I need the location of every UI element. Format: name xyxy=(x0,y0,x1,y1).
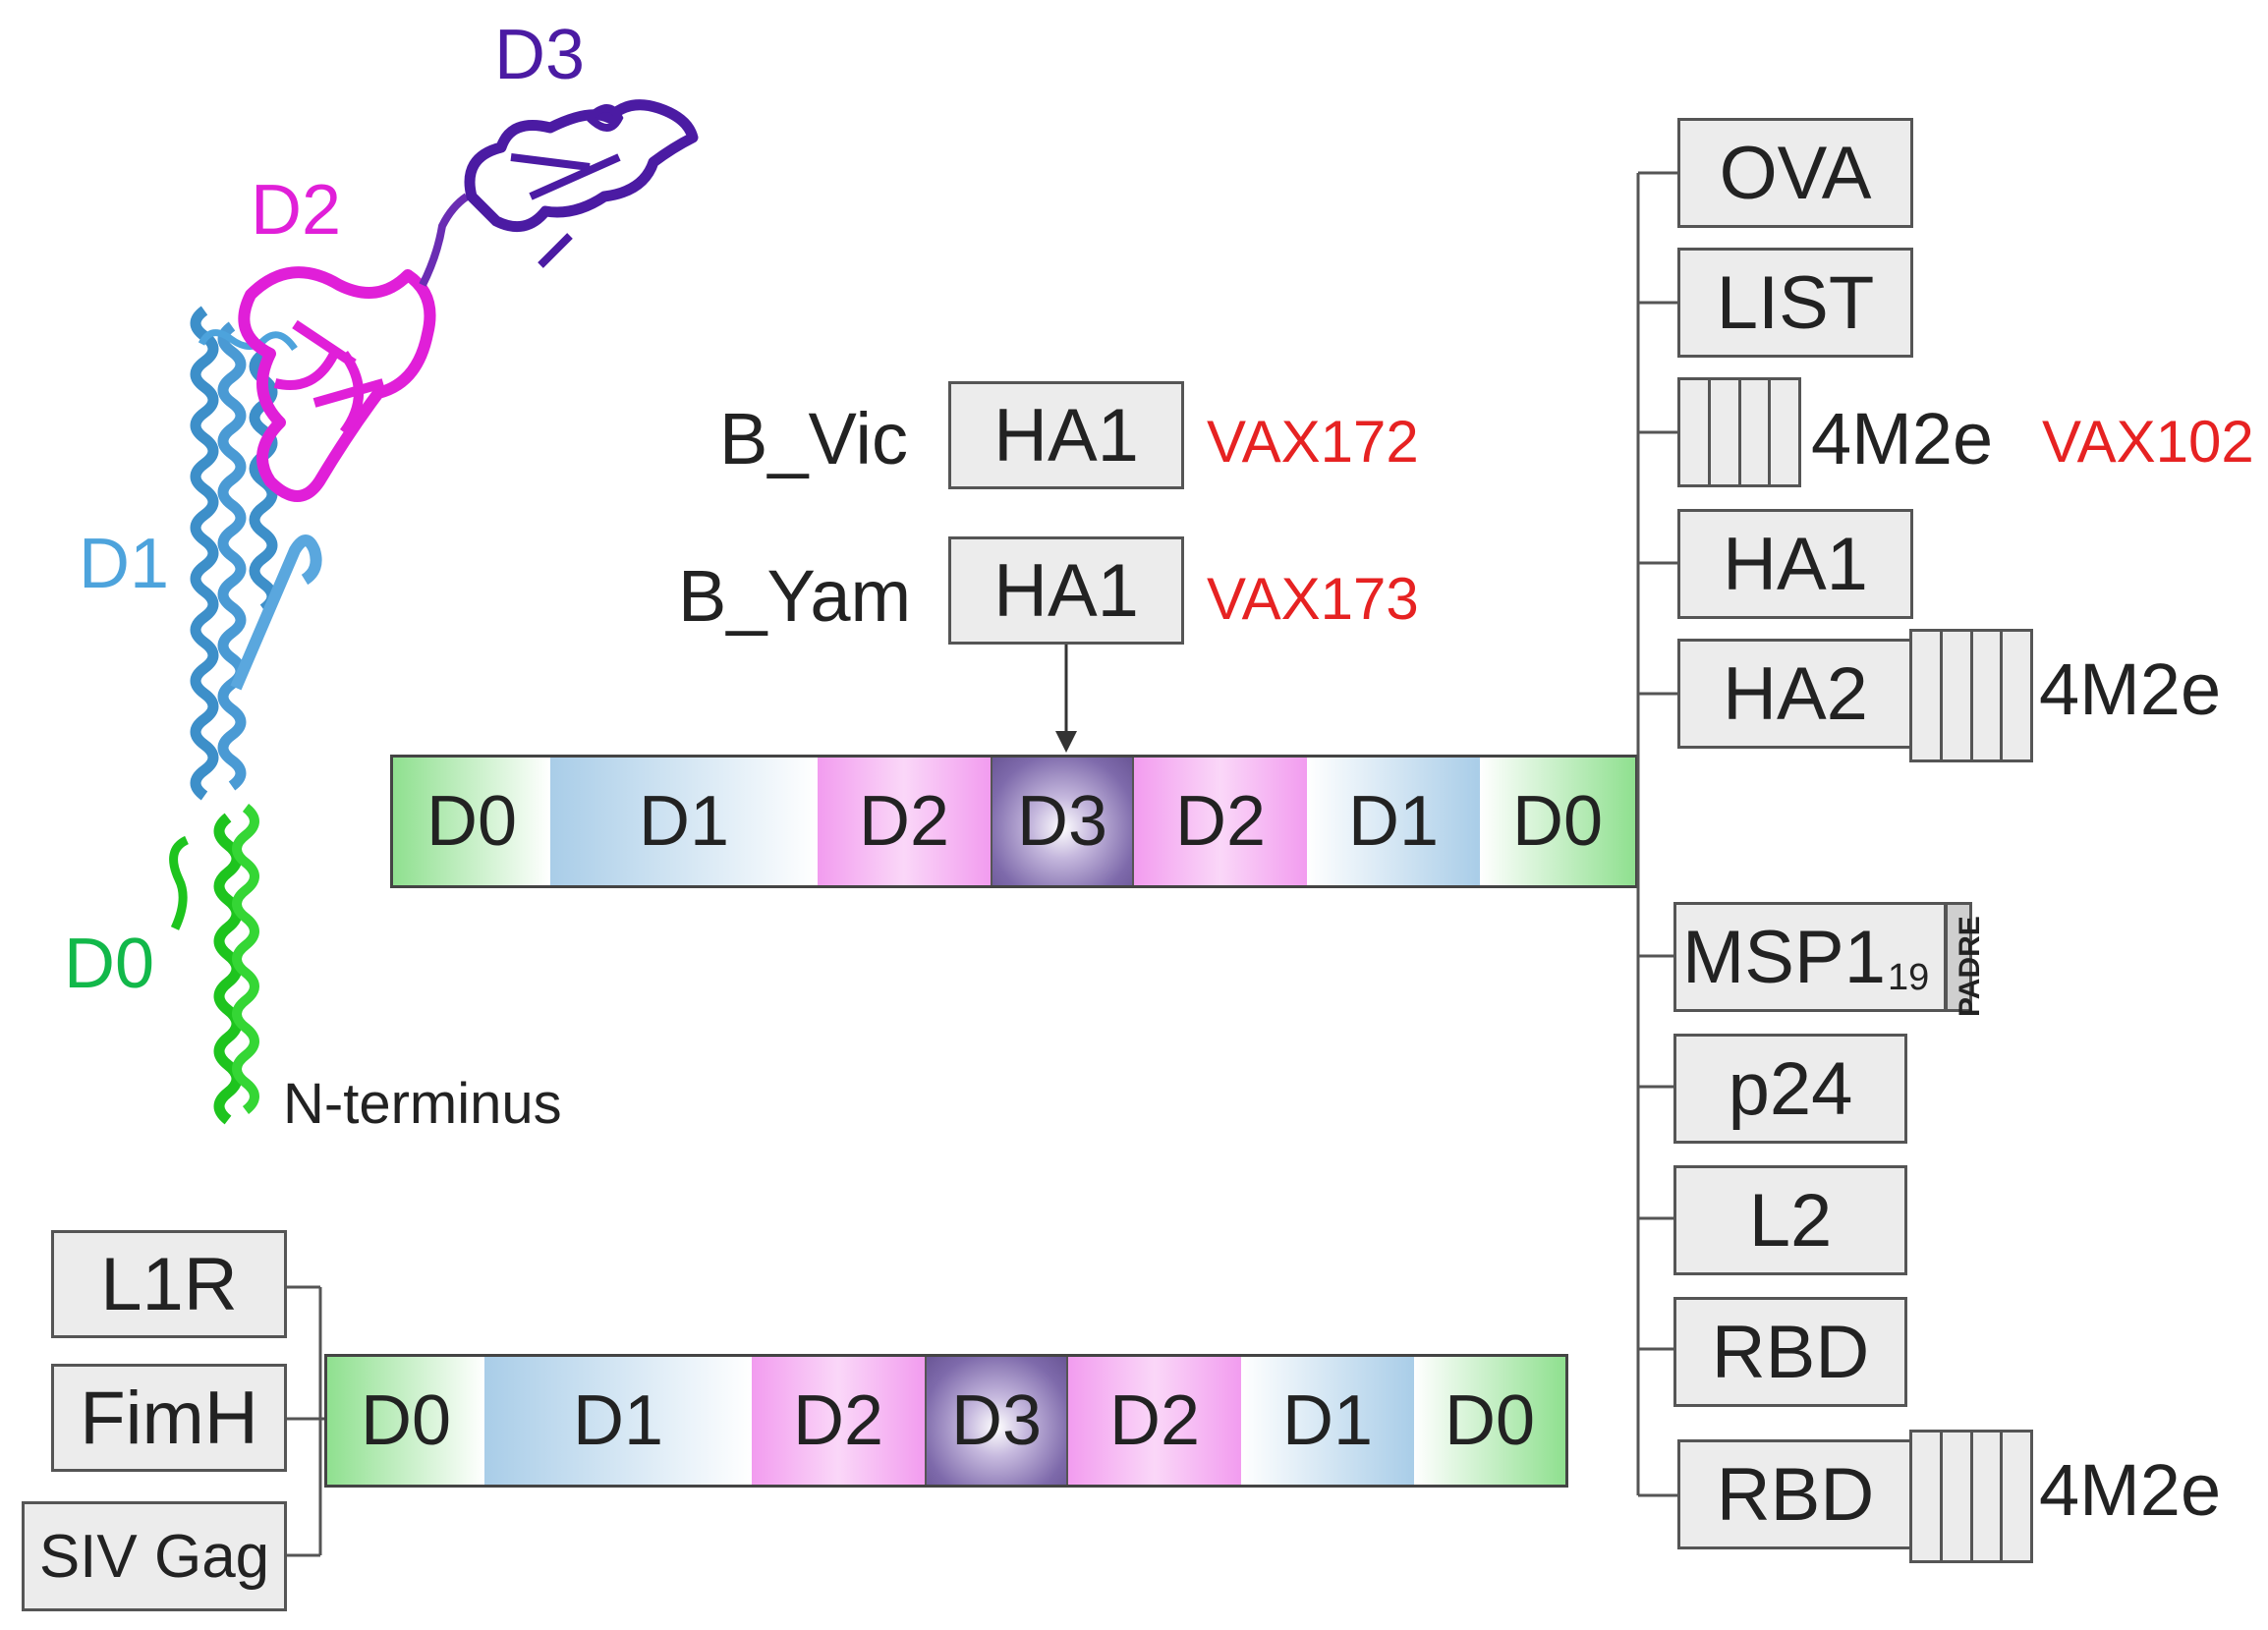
vax173-code: VAX173 xyxy=(1207,566,1419,632)
insert-b-vic-ha1-box: HA1 xyxy=(948,381,1184,489)
ha2-text: HA2 xyxy=(1723,651,1868,736)
bottom-segment-d0-right: D0 xyxy=(1414,1357,1565,1485)
fimh-text: FimH xyxy=(80,1376,258,1460)
d1-helix-middle xyxy=(217,321,247,791)
d2-strands xyxy=(273,319,385,435)
insert-b-yam-label: B_Yam xyxy=(678,555,912,637)
ha2-m2e-repeat-2 xyxy=(1943,632,1973,759)
top-segment-d2-left: D2 xyxy=(818,758,991,885)
list-text: LIST xyxy=(1716,260,1875,345)
rbd-m2e-repeat-2 xyxy=(1943,1433,1973,1560)
msp1-text: MSP1 xyxy=(1682,915,1886,999)
rbd-m2e-repeat-3 xyxy=(1973,1433,2004,1560)
rbd-m2e-box: RBD xyxy=(1677,1439,1913,1549)
m2e-repeat-2 xyxy=(1711,380,1741,484)
bottom-segment-d2-right: D2 xyxy=(1068,1357,1241,1485)
bottom-segment-d3: D3 xyxy=(925,1357,1068,1485)
top-segment-d3: D3 xyxy=(991,758,1134,885)
d0-helix-right xyxy=(232,804,259,1114)
insert-b-yam-ha1-text: HA1 xyxy=(993,548,1139,633)
vax102-code: VAX102 xyxy=(2042,409,2254,475)
rbd-m2e-repeat-4 xyxy=(2003,1433,2030,1560)
vax172-code: VAX172 xyxy=(1207,409,1419,475)
p24-box: p24 xyxy=(1673,1034,1907,1144)
fimh-box: FimH xyxy=(51,1364,287,1472)
structure-label-d3: D3 xyxy=(494,16,586,94)
d3-domain xyxy=(464,99,699,233)
top-segment-d0-left: D0 xyxy=(393,758,550,885)
insert-b-vic-label: B_Vic xyxy=(719,398,908,479)
d3-strands xyxy=(510,104,624,268)
d1-loop-top xyxy=(198,329,298,352)
ha1-text: HA1 xyxy=(1723,522,1868,606)
bottom-segment-d1-left: D1 xyxy=(484,1357,752,1485)
right-bracket-lines xyxy=(1636,171,1678,1497)
bottom-segment-d1-right: D1 xyxy=(1241,1357,1414,1485)
structure-label-d1: D1 xyxy=(79,525,170,603)
bottom-construct-bar: D0 D1 D2 D3 D2 D1 D0 xyxy=(324,1354,1568,1488)
ha2-m2e-repeat-1 xyxy=(1912,632,1943,759)
list-box: LIST xyxy=(1677,248,1913,358)
rbd-box: RBD xyxy=(1673,1297,1907,1407)
ha2-m2e-strip xyxy=(1909,629,2033,762)
ha2-m2e-repeat-3 xyxy=(1973,632,2004,759)
padre-box xyxy=(1945,902,1972,1012)
ha2-m2e-label: 4M2e xyxy=(2039,648,2222,730)
insert-b-yam-ha1-box: HA1 xyxy=(948,536,1184,645)
p24-text: p24 xyxy=(1728,1046,1853,1131)
ova-box: OVA xyxy=(1677,118,1913,228)
siv-gag-text: SIV Gag xyxy=(38,1522,270,1591)
m2e-repeat-3 xyxy=(1741,380,1772,484)
protein-structure-illustration xyxy=(169,99,699,1125)
m2e-repeat-strip xyxy=(1677,377,1801,487)
ova-text: OVA xyxy=(1719,131,1872,215)
padre-label: PADRE xyxy=(1954,916,1986,1017)
ha1-box: HA1 xyxy=(1677,509,1913,619)
bottom-segment-d2-left: D2 xyxy=(752,1357,925,1485)
d1-strand xyxy=(230,534,322,691)
siv-gag-box: SIV Gag xyxy=(22,1501,287,1611)
structure-label-d0: D0 xyxy=(64,925,155,1003)
rbd-m2e-label: 4M2e xyxy=(2039,1449,2222,1531)
m2e-label: 4M2e xyxy=(1811,398,1994,479)
l2-text: L2 xyxy=(1748,1178,1833,1263)
structure-label-d2: D2 xyxy=(251,171,342,250)
rbd-m2e-repeat-1 xyxy=(1912,1433,1943,1560)
l1r-box: L1R xyxy=(51,1230,287,1338)
m2e-repeat-1 xyxy=(1680,380,1711,484)
n-terminus-label: N-terminus xyxy=(283,1072,562,1136)
d0-loop xyxy=(169,835,190,930)
insert-b-vic-ha1-text: HA1 xyxy=(993,393,1139,478)
rbd-text: RBD xyxy=(1711,1310,1870,1394)
top-segment-d0-right: D0 xyxy=(1480,758,1635,885)
msp1-subscript: 19 xyxy=(1887,957,1930,998)
d1-helix-left xyxy=(190,306,219,801)
l1r-text: L1R xyxy=(100,1242,238,1326)
top-segment-d1-left: D1 xyxy=(550,758,818,885)
d2-domain xyxy=(238,266,436,502)
rbd-m2e-text: RBD xyxy=(1716,1452,1875,1537)
m2e-repeat-4 xyxy=(1771,380,1798,484)
l2-box: L2 xyxy=(1673,1165,1907,1275)
top-segment-d1-right: D1 xyxy=(1307,758,1480,885)
top-construct-bar: D0 D1 D2 D3 D2 D1 D0 xyxy=(390,755,1638,888)
rbd-m2e-strip xyxy=(1909,1430,2033,1563)
ha2-m2e-repeat-4 xyxy=(2003,632,2030,759)
top-segment-d2-right: D2 xyxy=(1134,758,1307,885)
d2-linker xyxy=(419,193,470,287)
ha2-box: HA2 xyxy=(1677,639,1913,749)
bottom-segment-d0-left: D0 xyxy=(327,1357,484,1485)
insertion-arrow xyxy=(1055,645,1077,753)
